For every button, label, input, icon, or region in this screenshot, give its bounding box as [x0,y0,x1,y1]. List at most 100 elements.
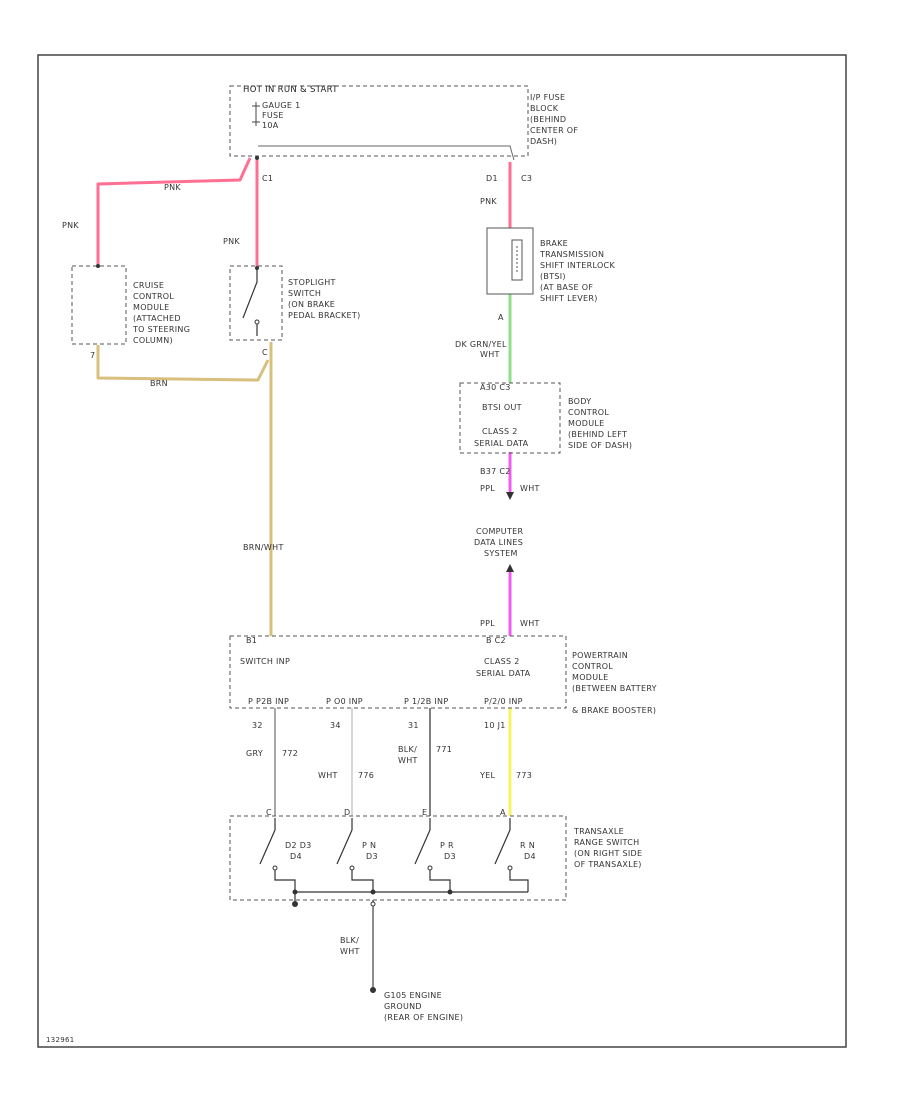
cruise-pin: 7 [90,351,95,360]
pcm-box [229,635,567,709]
sw3-label-1: P R [440,841,454,850]
fuse-symbol-icon [252,102,260,126]
cruise-desc-6: COLUMN) [133,336,173,345]
fuse-desc-1: I/P FUSE [530,93,565,102]
btsi-desc-1: BRAKE [540,239,568,248]
ground-desc-2: GROUND [384,1002,422,1011]
stoplight-switch-symbol-icon [242,268,258,336]
switch-contact-icon [272,865,278,871]
stoplight-desc-1: STOPLIGHT [288,278,336,287]
stoplight-pin: C [262,348,268,357]
trans-desc-4: OF TRANSAXLE) [574,860,642,869]
fuse-line-2: FUSE [262,111,284,120]
trans-pin-4: A [500,808,506,817]
btsi-desc-4: (BTSI) [540,272,566,281]
connector-dot [370,901,376,907]
ground-desc-1: G105 ENGINE [384,991,442,1000]
stoplight-switch-box [229,265,283,341]
btsi-box [486,227,534,295]
sw1-label-1: D2 D3 [285,841,312,850]
pcm-desc-5: & BRAKE BOOSTER) [572,706,656,715]
fuse-desc-2: BLOCK [530,104,559,113]
pcm-pin-left: B1 [246,636,257,645]
cruise-desc-1: CRUISE [133,281,164,290]
arrow-up-icon [506,564,514,572]
range-switch-2-icon [336,818,374,892]
junction-dot [447,889,453,895]
fuse-line-1: GAUGE 1 [262,101,301,110]
fuse-pin-d1: D1 [486,174,498,183]
wire-pnk-cruise [96,157,252,265]
connector-dot [96,264,100,268]
fuse-block-box [229,85,529,157]
bcm-line-2a: CLASS 2 [482,427,518,436]
data-lines-2: DATA LINES [474,538,523,547]
trans-desc-3: (ON RIGHT SIDE [574,849,642,858]
bcm-box [459,382,561,454]
cruise-module-box [71,265,127,345]
pcm-pin-right: B C2 [486,636,506,645]
sw4-label-1: R N [520,841,535,850]
pcm-desc-4: (BETWEEN BATTERY [572,684,657,693]
pcm-class2-2: SERIAL DATA [476,669,531,678]
bcm-line-1: BTSI OUT [482,403,522,412]
bcm-desc-1: BODY [568,397,591,406]
label-pnk-2: PNK [62,221,79,230]
trans-common-bus [294,891,528,904]
junction-dot [292,889,298,895]
pcm-input-label-4: P/2/0 INP [484,697,523,706]
label-yel-2: 773 [516,771,532,780]
fuse-pin-c3: C3 [521,174,532,183]
btsi-desc-5: (AT BASE OF [540,283,593,292]
label-wht-2: 776 [358,771,374,780]
pcm-input-pin-1: 32 [252,721,263,730]
pcm-input-label-1: P P2B INP [248,697,289,706]
connector-dot [255,156,259,160]
btsi-desc-6: SHIFT LEVER) [540,294,598,303]
cruise-desc-5: TO STEERING [132,325,190,334]
switch-contact-icon [507,865,513,871]
trans-pin-3: E [422,808,427,817]
ground-desc-3: (REAR OF ENGINE) [384,1013,463,1022]
label-ppl-1b: WHT [520,484,540,493]
label-yel-1: YEL [479,771,496,780]
fuse-pin-c1: C1 [262,174,273,183]
pcm-input-pin-2: 34 [330,721,341,730]
range-switch-4-icon [494,818,529,892]
bcm-desc-4: (BEHIND LEFT [568,430,627,439]
cruise-desc-2: CONTROL [133,292,174,301]
trans-desc-2: RANGE SWITCH [574,838,639,847]
bcm-desc-5: SIDE OF DASH) [568,441,632,450]
label-blk-1: BLK/ [398,745,417,754]
pcm-class2-1: CLASS 2 [484,657,520,666]
sw2-label-2: D3 [366,852,378,861]
ground-icon [370,987,376,993]
sw4-label-2: D4 [524,852,536,861]
pcm-desc-2: CONTROL [572,662,613,671]
label-blk-3: 771 [436,745,452,754]
wire-fuse-bus [258,145,515,161]
connector-dot [255,266,259,270]
label-ppl-1a: PPL [480,484,495,493]
stoplight-desc-2: SWITCH [288,289,321,298]
wire-brn [96,345,270,382]
stoplight-desc-3: (ON BRAKE [288,300,335,309]
splice-dot [292,901,298,907]
label-gry-2: 772 [282,749,298,758]
fuse-desc-5: DASH) [530,137,557,146]
label-brn-wht: BRN/WHT [243,543,284,552]
label-pnk-4: PNK [480,197,497,206]
pcm-desc-3: MODULE [572,673,609,682]
label-blk-2: WHT [398,756,418,765]
data-lines-3: SYSTEM [484,549,518,558]
cruise-desc-4: (ATTACHED [133,314,181,323]
pcm-desc-1: POWERTRAIN [572,651,628,660]
label-gnd-2: WHT [340,947,360,956]
bcm-pin-bottom: B37 C2 [480,467,511,476]
bcm-desc-2: CONTROL [568,408,609,417]
btsi-coil-icon [511,239,523,281]
pcm-input-label-3: P 1/2B INP [404,697,448,706]
fuse-title: HOT IN RUN & START [243,85,338,95]
stoplight-desc-4: PEDAL BRACKET) [288,311,361,320]
